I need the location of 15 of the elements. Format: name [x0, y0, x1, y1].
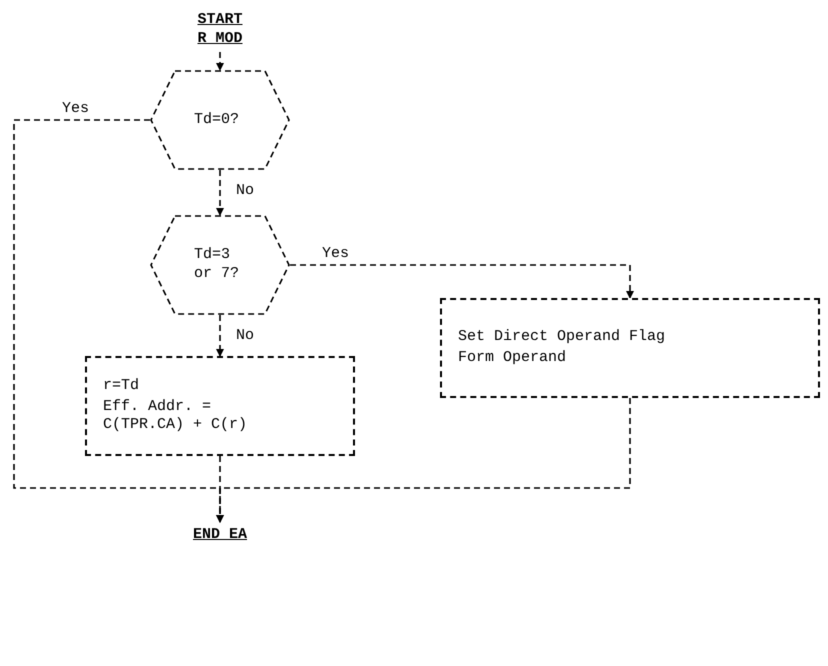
process-box	[440, 298, 820, 398]
terminal-label: END EA	[192, 526, 248, 544]
arrow	[216, 170, 224, 216]
process-box	[85, 356, 355, 456]
process-text: Eff. Addr. = C(TPR.CA) + C(r)	[103, 398, 248, 436]
process-text: Form Operand	[458, 349, 568, 368]
process-text: Set Direct Operand Flag	[458, 328, 666, 347]
arrow	[290, 264, 634, 299]
arrow	[216, 52, 224, 71]
process-text: r=Td	[103, 376, 140, 396]
terminal-label: START R MOD	[196, 11, 244, 49]
arrow	[216, 398, 631, 523]
arrow	[216, 315, 224, 357]
decision-text: Td=3 or 7?	[194, 246, 240, 284]
decision-text: Td=0?	[194, 110, 240, 130]
